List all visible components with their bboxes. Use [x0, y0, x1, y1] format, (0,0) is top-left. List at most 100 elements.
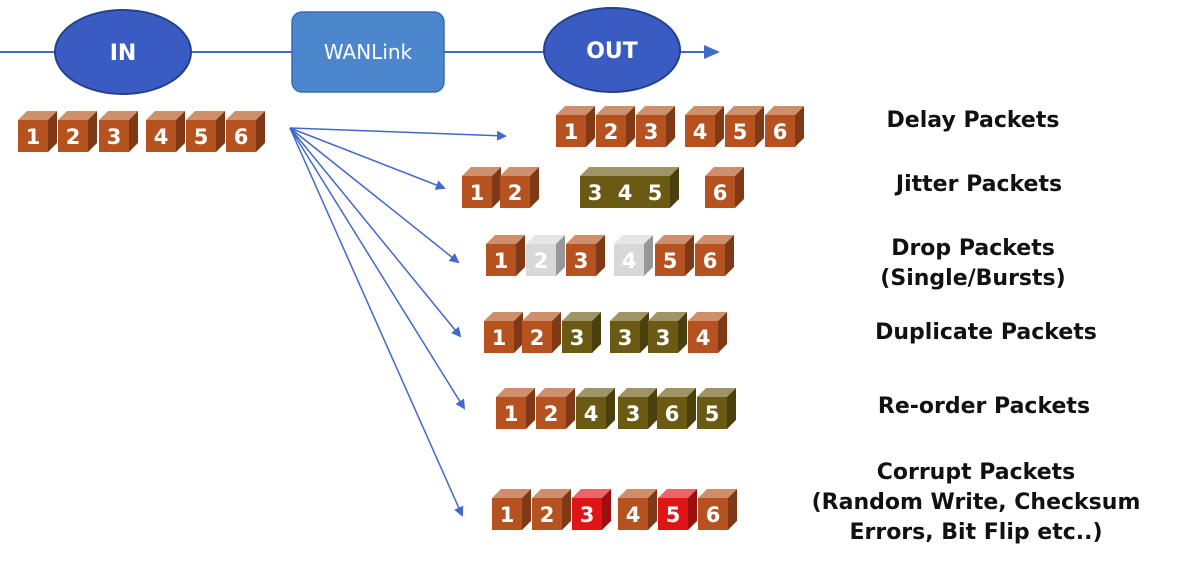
cube-side-face [648, 388, 657, 429]
arrow-drop [289, 127, 460, 264]
cube-top-face [614, 235, 653, 244]
cube-front-face [580, 176, 610, 208]
cube-side-face [670, 167, 679, 208]
packet-number: 2 [534, 249, 549, 273]
cube-side-face [562, 489, 571, 530]
cube-side-face [687, 388, 696, 429]
cube-top-face [226, 111, 265, 120]
out-label: OUT [586, 39, 638, 64]
packet-number: 3 [588, 181, 603, 205]
packet-number: 4 [693, 120, 708, 144]
cube-side-face [492, 167, 501, 208]
output-packet: 5 [697, 388, 736, 429]
input-packet: 6 [226, 111, 265, 152]
cube-side-face [715, 106, 724, 147]
cube-front-face [18, 120, 48, 152]
output-packet: 3 [572, 489, 611, 530]
output-packet: 6 [657, 388, 696, 429]
cube-front-face [618, 397, 648, 429]
cube-front-face [462, 176, 492, 208]
cube-side-face [176, 111, 185, 152]
cube-front-face [496, 397, 526, 429]
output-packet: 5 [658, 489, 697, 530]
cube-top-face [462, 167, 501, 176]
cube-top-face [572, 489, 611, 498]
cube-side-face [586, 106, 595, 147]
packet-number: 5 [666, 503, 681, 527]
input-packet: 3 [99, 111, 138, 152]
packet-number: 1 [494, 249, 509, 273]
cube-front-face [226, 120, 256, 152]
cube-side-face [795, 106, 804, 147]
packet-number: 6 [234, 125, 249, 149]
cube-top-face [698, 489, 737, 498]
output-packet: 2 [500, 167, 539, 208]
cube-side-face [48, 111, 57, 152]
cube-top-face [146, 111, 185, 120]
cube-top-face [695, 235, 734, 244]
output-packet: 3 [636, 106, 675, 147]
output-packet: 5 [655, 235, 694, 276]
cube-front-face [562, 321, 592, 353]
packet-number: 3 [626, 402, 641, 426]
packet-number: 2 [540, 503, 555, 527]
packet-number: 3 [107, 125, 122, 149]
cube-top-face [685, 106, 724, 115]
output-packet: 3 [610, 312, 649, 353]
cube-side-face [129, 111, 138, 152]
output-packet: 6 [695, 235, 734, 276]
cube-side-face [602, 489, 611, 530]
cube-front-face [618, 498, 648, 530]
cube-front-face [657, 397, 687, 429]
arrow-duplicate [289, 127, 462, 338]
cube-side-face [530, 167, 539, 208]
cube-front-face [695, 244, 725, 276]
cube-front-face [566, 244, 596, 276]
cube-top-face [580, 167, 619, 176]
cube-front-face [576, 397, 606, 429]
output-packet: 2 [596, 106, 635, 147]
flow-arrowhead [704, 45, 720, 59]
cube-front-face [688, 321, 718, 353]
cube-front-face [58, 120, 88, 152]
cube-top-face [655, 235, 694, 244]
cube-top-face [610, 167, 649, 176]
packet-number: 4 [696, 326, 711, 350]
output-packet: 5 [725, 106, 764, 147]
output-packet: 4 [576, 388, 615, 429]
cube-top-face [536, 388, 575, 397]
cube-top-face [562, 312, 601, 321]
cube-top-face [492, 489, 531, 498]
cube-front-face [697, 397, 727, 429]
input-packet: 4 [146, 111, 185, 152]
cube-top-face [636, 106, 675, 115]
output-packet: 1 [486, 235, 525, 276]
cube-side-face [566, 388, 575, 429]
cube-front-face [186, 120, 216, 152]
cube-side-face [556, 235, 565, 276]
cube-side-face [552, 312, 561, 353]
packet-number: 3 [644, 120, 659, 144]
label-duplicate-packets: Duplicate Packets [875, 320, 1097, 345]
packet-number: 4 [622, 249, 637, 273]
packet-number: 3 [656, 326, 671, 350]
packet-number: 1 [564, 120, 579, 144]
cube-top-face [496, 388, 535, 397]
cube-front-face [648, 321, 678, 353]
cube-top-face [532, 489, 571, 498]
packet-number: 6 [703, 249, 718, 273]
arrow-corrupt [289, 127, 464, 517]
cube-side-face [526, 388, 535, 429]
packet-number: 6 [706, 503, 721, 527]
packet-number: 5 [705, 402, 720, 426]
cube-front-face [636, 115, 666, 147]
in-label: IN [110, 41, 137, 66]
packet-number: 2 [544, 402, 559, 426]
cube-top-face [705, 167, 744, 176]
cube-side-face [596, 235, 605, 276]
label-corrupt-packets: Corrupt Packets (Random Write, Checksum … [811, 460, 1141, 545]
cube-front-face [99, 120, 129, 152]
arrow-jitter [289, 127, 446, 190]
output-packet: 6 [705, 167, 744, 208]
